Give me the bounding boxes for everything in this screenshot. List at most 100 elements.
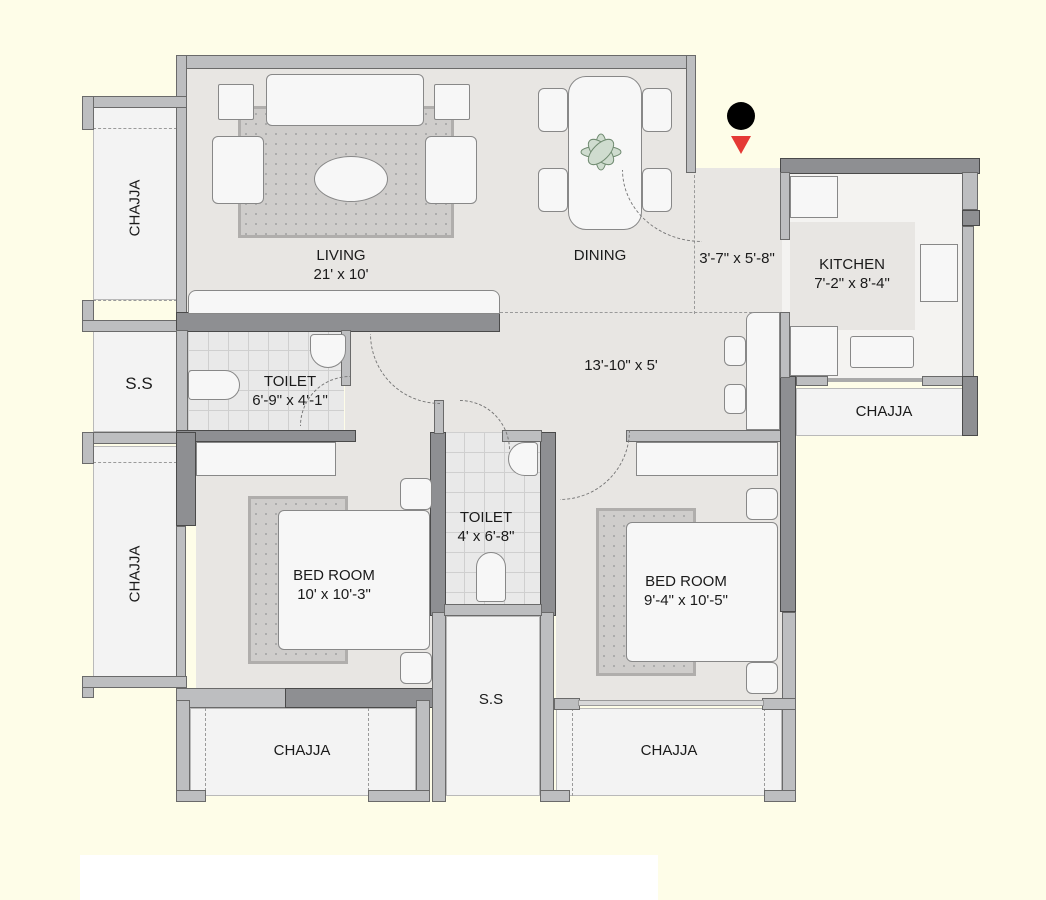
chajja-bl-left-foot bbox=[176, 790, 206, 802]
kitchen-cabinet bbox=[790, 326, 838, 376]
chajja-top-side bbox=[82, 96, 94, 130]
kitchen-chajja-right bbox=[962, 376, 978, 436]
bar-stool bbox=[724, 336, 746, 366]
chajja-top-bottom-cap bbox=[82, 320, 187, 332]
nightstand bbox=[400, 478, 432, 510]
chajja-top-cap bbox=[82, 96, 187, 108]
plant-icon bbox=[580, 133, 622, 171]
kitchen-bottom-left bbox=[796, 376, 828, 386]
kitchen-right-wall-lower bbox=[962, 226, 974, 378]
breakfast-counter bbox=[746, 312, 780, 430]
ss-bottom-label: S.S bbox=[478, 691, 504, 708]
chajja-br-right-foot bbox=[764, 790, 796, 802]
toilet1-label: TOILET 6'-9" x 4'-1" bbox=[252, 372, 328, 410]
bedroom2-top-wall bbox=[626, 430, 782, 442]
armchair-left bbox=[212, 136, 264, 204]
room-name: TOILET bbox=[459, 509, 513, 526]
chajja-bottom-left bbox=[190, 708, 416, 796]
chajja-bottom-left-label: CHAJJA bbox=[273, 742, 331, 759]
bedroom1-bottom-left bbox=[176, 688, 286, 708]
chajja-edge bbox=[764, 708, 765, 796]
chajja-bl-left bbox=[176, 700, 190, 800]
bedroom1-label: BED ROOM 10' x 10'-3" bbox=[293, 566, 375, 604]
entrance-marker-icon bbox=[727, 102, 755, 154]
kitchen-top-wall bbox=[780, 158, 980, 174]
chajja-mid-side bbox=[82, 432, 94, 464]
room-size: 21' x 10' bbox=[313, 266, 369, 283]
chajja-edge bbox=[368, 708, 369, 796]
room-size: 3'-7" x 5'-8" bbox=[699, 250, 775, 267]
kitchen-label: KITCHEN 7'-2" x 8'-4" bbox=[814, 255, 890, 293]
side-table-left bbox=[218, 84, 254, 120]
tv-console bbox=[188, 290, 500, 314]
living-right-wall bbox=[686, 55, 696, 173]
room-size: 7'-2" x 8'-4" bbox=[814, 275, 890, 292]
bedroom1-bottom-wall bbox=[285, 688, 433, 708]
side-table-right bbox=[434, 84, 470, 120]
chajja-bl-right bbox=[416, 700, 430, 800]
washbasin bbox=[310, 334, 346, 368]
bedroom2-window bbox=[578, 700, 764, 706]
room-name: TOILET bbox=[263, 373, 317, 390]
chajja-edge bbox=[572, 708, 573, 796]
room-name: KITCHEN bbox=[819, 256, 885, 273]
passage-label: 13'-10" x 5' bbox=[584, 356, 658, 375]
chajja-edge bbox=[93, 128, 177, 129]
blank-panel bbox=[80, 855, 658, 900]
passage-left-jamb bbox=[434, 400, 444, 434]
kitchen-bottom-right bbox=[922, 376, 964, 386]
ss-bottom-right-wall bbox=[540, 612, 554, 802]
toilet1-bottom-wall bbox=[176, 430, 356, 442]
room-name: BED ROOM bbox=[293, 567, 375, 584]
coffee-table bbox=[314, 156, 388, 202]
chajja-kitchen-label: CHAJJA bbox=[855, 403, 913, 420]
dining-label: DINING bbox=[574, 246, 627, 265]
chajja-kitchen bbox=[796, 388, 964, 436]
fridge bbox=[790, 176, 838, 218]
bar-stool bbox=[724, 384, 746, 414]
room-size: 9'-4" x 10'-5" bbox=[644, 592, 728, 609]
living-toilet-wall bbox=[176, 312, 500, 332]
ss-left-bottom-cap bbox=[82, 432, 187, 444]
kitchen-window bbox=[828, 378, 922, 382]
living-label: LIVING 21' x 10' bbox=[314, 246, 369, 284]
toilet2-bottom-wall bbox=[444, 604, 542, 616]
chajja-top-left-label: CHAJJA bbox=[126, 179, 144, 237]
ss-left-label: S.S bbox=[125, 374, 153, 393]
sofa bbox=[266, 74, 424, 126]
bedroom1-left-wall bbox=[176, 432, 196, 526]
room-name: LIVING bbox=[316, 247, 366, 264]
kitchen-center-floor bbox=[790, 222, 915, 330]
kitchen-left-wall-lower bbox=[780, 312, 790, 378]
ss-bottom bbox=[446, 616, 540, 796]
armchair-right bbox=[425, 136, 477, 204]
washbasin bbox=[508, 442, 538, 476]
dining-chair bbox=[538, 168, 568, 212]
chajja-br-left-foot bbox=[540, 790, 570, 802]
nightstand bbox=[400, 652, 432, 684]
chajja-bottom-right bbox=[556, 708, 782, 796]
dining-chair bbox=[642, 88, 672, 132]
room-name: BED ROOM bbox=[645, 573, 727, 590]
kitchen-right-notch bbox=[962, 210, 980, 226]
bedroom2-label: BED ROOM 9'-4" x 10'-5" bbox=[644, 572, 728, 610]
room-name: DINING bbox=[573, 247, 627, 264]
wc bbox=[188, 370, 240, 400]
room-size: 4' x 6'-8" bbox=[457, 528, 515, 545]
chajja-bl-right-foot bbox=[368, 790, 430, 802]
toilet2-right-wall bbox=[540, 432, 556, 616]
kitchen-right-wall bbox=[962, 172, 978, 210]
bedroom2-right-wall bbox=[780, 376, 796, 612]
bedroom2-bottom-left bbox=[554, 698, 580, 710]
kitchen-sink bbox=[850, 336, 914, 368]
nightstand bbox=[746, 662, 778, 694]
wc bbox=[476, 552, 506, 602]
room-size: 13'-10" x 5' bbox=[584, 357, 658, 374]
stove bbox=[920, 244, 958, 302]
wardrobe bbox=[636, 442, 778, 476]
chajja-mid-bottom-cap bbox=[82, 676, 187, 688]
room-size: 10' x 10'-3" bbox=[297, 586, 371, 603]
chajja-mid-left-label: CHAJJA bbox=[126, 545, 144, 603]
chajja-edge bbox=[93, 462, 177, 463]
foyer-boundary bbox=[694, 170, 695, 314]
